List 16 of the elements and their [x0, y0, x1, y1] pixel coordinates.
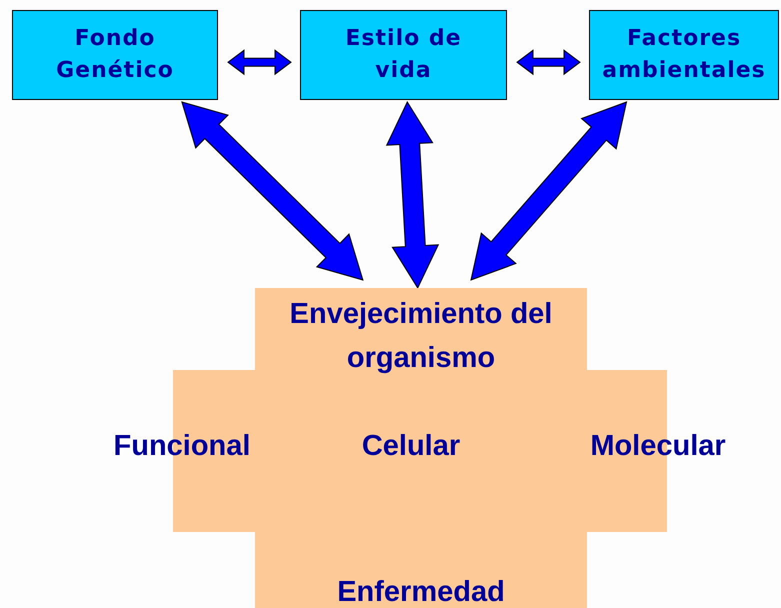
- process-box: [300, 10, 507, 100]
- process-box: [12, 10, 218, 100]
- double-arrow: [470, 101, 628, 281]
- node-text: Enfermedad: [336, 575, 506, 608]
- node-text: Molecular: [589, 429, 727, 464]
- double-arrow: [227, 49, 292, 76]
- box-text: Factores ambientales: [601, 25, 767, 85]
- process-box: [589, 10, 779, 100]
- double-arrow: [516, 49, 581, 76]
- box-text: Estilo de vida: [344, 25, 463, 85]
- double-arrow: [181, 101, 364, 281]
- node-text: Funcional: [112, 429, 252, 464]
- double-arrow: [386, 100, 440, 290]
- node-text: Celular: [360, 429, 462, 464]
- node-text: Envejecimiento del organismo: [288, 297, 554, 376]
- box-text: Fondo Genético: [55, 25, 175, 85]
